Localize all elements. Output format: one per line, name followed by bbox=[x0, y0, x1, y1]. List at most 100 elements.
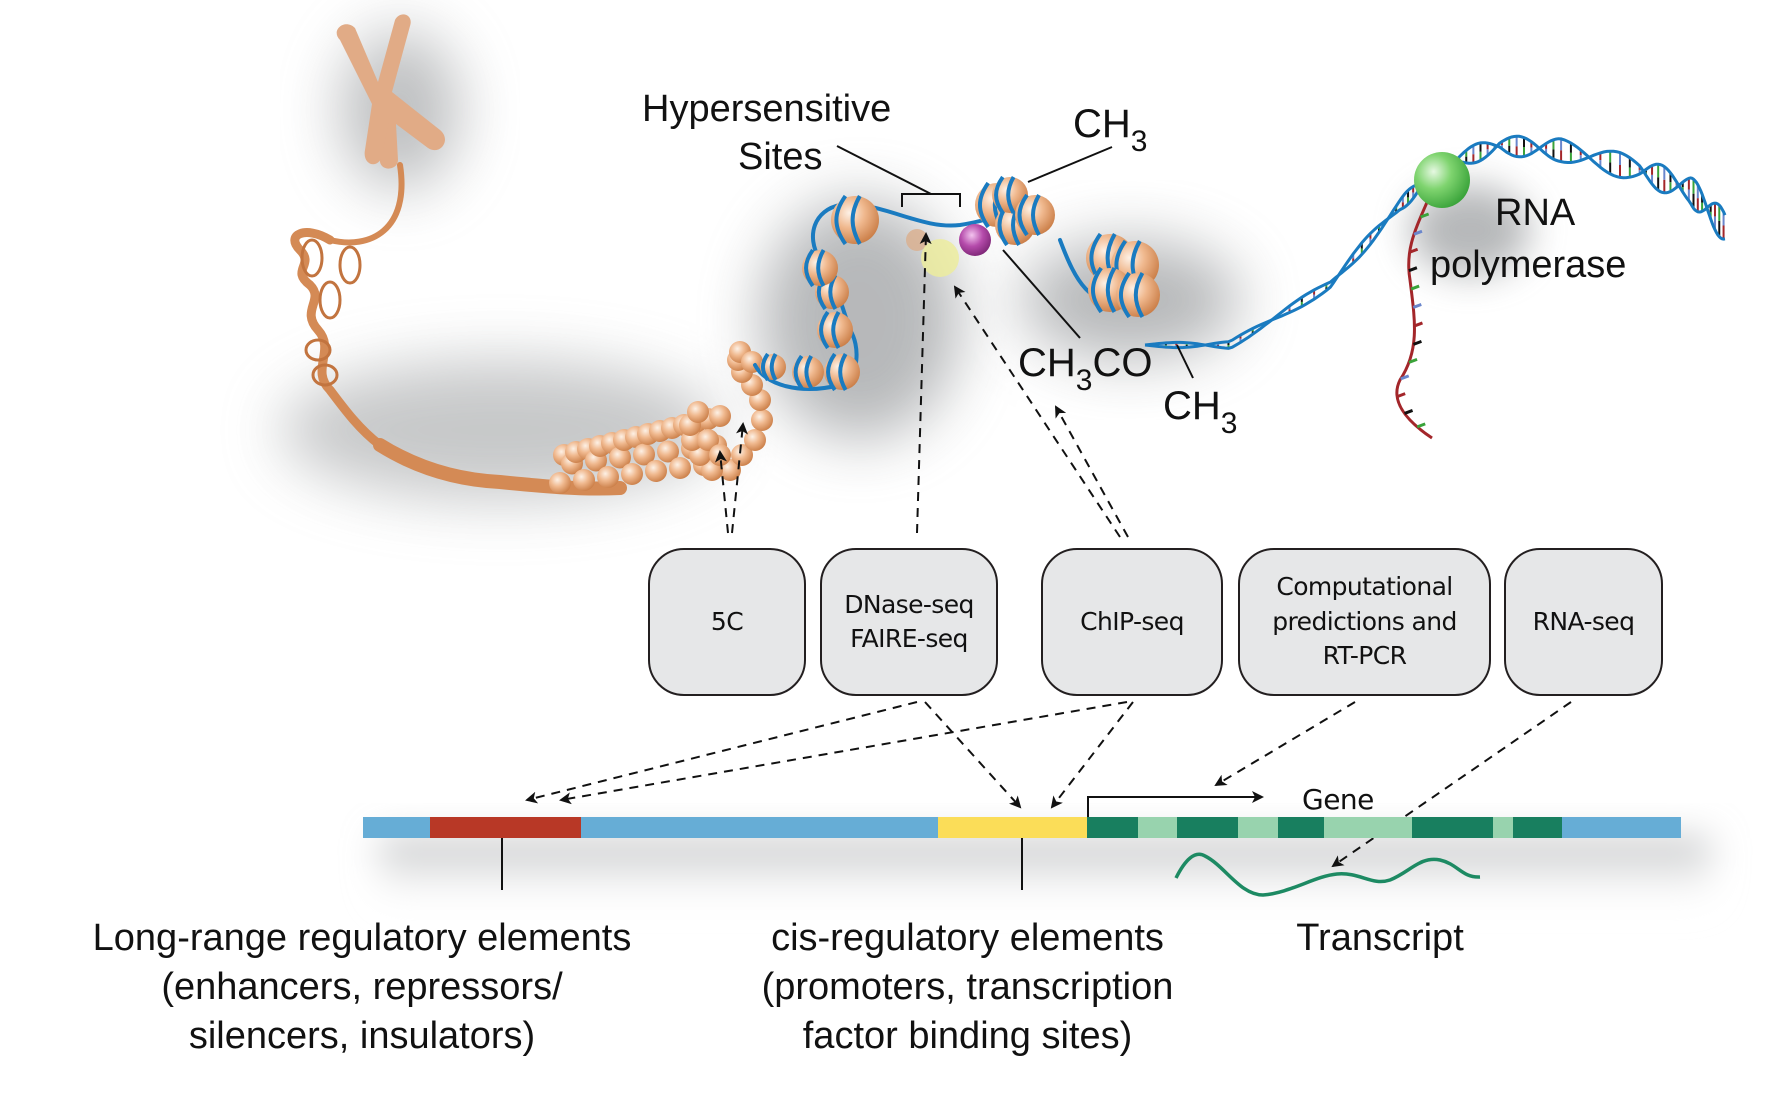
dna-wrap bbox=[1017, 193, 1029, 237]
methyl-top-leader bbox=[1027, 146, 1113, 183]
genome-segment-intron bbox=[1324, 817, 1412, 838]
bead bbox=[645, 460, 667, 482]
rna-base bbox=[1410, 284, 1420, 291]
dna-wrap bbox=[838, 353, 848, 391]
dna-wrap bbox=[804, 248, 815, 288]
dna-wrap bbox=[1133, 272, 1145, 318]
chromosome-icon bbox=[336, 14, 445, 169]
genome-segment-long-range-regulatory bbox=[430, 817, 581, 838]
acetyl-leader bbox=[1002, 249, 1081, 339]
rna-base bbox=[1408, 266, 1418, 273]
hypersensitive-label-line1: Hypersensitive bbox=[642, 88, 892, 130]
rna-base bbox=[1413, 321, 1423, 328]
chromatin-coil bbox=[300, 238, 362, 387]
genome-segment-intergenic bbox=[363, 817, 430, 838]
bead bbox=[621, 463, 643, 485]
rna-base bbox=[1412, 339, 1422, 346]
rna-base bbox=[1416, 422, 1426, 429]
tss-arrow bbox=[1087, 791, 1264, 817]
arrow-dnase-up bbox=[916, 232, 932, 534]
bead bbox=[744, 429, 766, 451]
bead bbox=[657, 440, 679, 463]
hypersensitive-label-line2: Sites bbox=[738, 136, 823, 178]
assay-box-chip-seq[interactable]: ChIP-seq bbox=[1041, 548, 1223, 696]
rna-base bbox=[1404, 409, 1414, 415]
hypersensitive-bracket bbox=[901, 193, 961, 207]
dna-backbone bbox=[1144, 134, 1726, 350]
genome-segment-intron bbox=[1238, 817, 1278, 838]
assay-arrows bbox=[525, 232, 1572, 868]
assay-box-5c[interactable]: 5C bbox=[648, 548, 806, 696]
rna-base bbox=[1412, 303, 1422, 309]
arrow-comp-gene bbox=[1214, 701, 1356, 787]
bead bbox=[597, 466, 619, 488]
genome-segment-exon bbox=[1177, 817, 1238, 838]
dna-wrap bbox=[760, 352, 770, 382]
bead bbox=[731, 444, 753, 466]
arrow-chip-longrange bbox=[559, 701, 1128, 805]
dna-wrap bbox=[834, 194, 848, 246]
arrow-chip-cis bbox=[1050, 701, 1134, 809]
genome-track bbox=[363, 817, 1681, 838]
genome-segment-exon bbox=[1513, 817, 1562, 838]
bead bbox=[549, 472, 571, 494]
genome-bar-shadow bbox=[380, 838, 1710, 908]
dna-wrap bbox=[769, 353, 778, 381]
methyl-top-label: CH3 bbox=[1073, 102, 1147, 157]
nucleosome-cluster bbox=[760, 175, 1160, 392]
assay-box-rna-seq[interactable]: RNA-seq bbox=[1504, 548, 1663, 696]
leader-lines bbox=[501, 145, 1194, 890]
assay-label-5c: 5C bbox=[710, 606, 744, 636]
genome-segment-intron bbox=[1493, 817, 1513, 838]
hypersensitive-leader bbox=[836, 145, 932, 195]
rna-base bbox=[1409, 247, 1419, 254]
tf-marker-yellow bbox=[921, 239, 959, 277]
genome-segment-exon bbox=[1412, 817, 1493, 838]
arrow-dnase-longrange bbox=[525, 701, 918, 804]
bead bbox=[751, 409, 773, 431]
dna-double-helix bbox=[1144, 134, 1727, 350]
genome-segment-intron bbox=[1138, 817, 1177, 838]
bead bbox=[633, 443, 655, 466]
arrow-5c-b bbox=[731, 422, 748, 534]
bead bbox=[697, 429, 719, 451]
genome-segment-intergenic bbox=[1562, 817, 1681, 838]
rna-base bbox=[1396, 392, 1406, 399]
bead bbox=[709, 444, 731, 466]
genome-segment-exon bbox=[1087, 817, 1138, 838]
arrow-5c-a bbox=[715, 450, 729, 534]
gene-label: Gene bbox=[1302, 783, 1374, 816]
rna-base bbox=[1400, 374, 1410, 381]
dna-wrap bbox=[1031, 194, 1041, 236]
methyl-top-base: CH bbox=[1073, 102, 1131, 146]
genome-segment-cis-regulatory bbox=[938, 817, 1087, 838]
methyl-bottom-leader bbox=[1176, 344, 1194, 379]
methyl-bottom-label: CH3 bbox=[1163, 384, 1237, 439]
dna-wrap bbox=[850, 195, 862, 245]
dna-wrap bbox=[819, 310, 830, 350]
dna-wrap bbox=[826, 352, 837, 392]
histone-octamer bbox=[1116, 273, 1160, 317]
arrow-chip-up-b bbox=[1055, 405, 1129, 538]
acetyl-base: CH bbox=[1018, 341, 1076, 385]
transcript-wave bbox=[1174, 852, 1481, 897]
methyl-bottom-base: CH bbox=[1163, 384, 1221, 428]
dna-wrap bbox=[1090, 266, 1103, 314]
bead bbox=[573, 469, 595, 491]
dna-wrap bbox=[804, 355, 813, 389]
acetyl-sub: 3 bbox=[1075, 364, 1093, 397]
nucleosome-beads bbox=[549, 341, 773, 494]
bead bbox=[669, 457, 691, 479]
rna-polymerase-label-line1: RNA bbox=[1495, 192, 1576, 234]
methyl-bottom-sub: 3 bbox=[1220, 407, 1238, 440]
dna-wrap bbox=[831, 311, 841, 349]
rna-strand bbox=[1395, 199, 1433, 440]
drop-shadows bbox=[280, 30, 1530, 500]
histone-octamer bbox=[831, 196, 879, 244]
dna-wrap bbox=[1006, 176, 1016, 214]
